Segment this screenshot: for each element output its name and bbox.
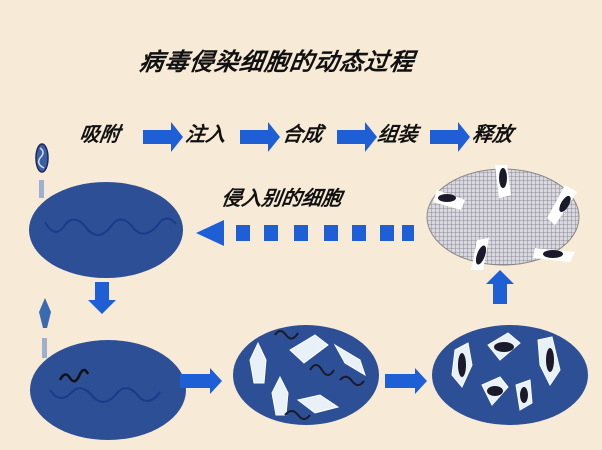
- arrow-up-icon: [486, 270, 514, 304]
- cell-release: [426, 165, 580, 270]
- arrow-right-icon: [180, 368, 222, 394]
- arrow-right-icon: [337, 122, 377, 152]
- arrow-right-icon: [143, 122, 183, 152]
- reinvade-label: 侵入别的细胞: [220, 186, 344, 210]
- arrow-right-icon: [385, 368, 427, 394]
- cell-adsorption: [29, 143, 183, 278]
- arrow-right-icon: [430, 122, 470, 152]
- cell-assembly: [432, 325, 588, 425]
- arrow-right-icon: [240, 122, 280, 152]
- arrow-down-icon: [88, 282, 116, 314]
- cell-synthesis: [233, 325, 379, 425]
- diagram-title: 病毒侵染细胞的动态过程: [137, 48, 417, 76]
- step-label-synthesis: 合成: [281, 122, 325, 146]
- step-label-injection: 注入: [184, 122, 228, 146]
- step-label-release: 释放: [471, 122, 515, 146]
- cell-injection: [30, 298, 186, 440]
- step-label-assembly: 组装: [376, 122, 420, 146]
- dashed-arrow-left-icon: [196, 220, 414, 246]
